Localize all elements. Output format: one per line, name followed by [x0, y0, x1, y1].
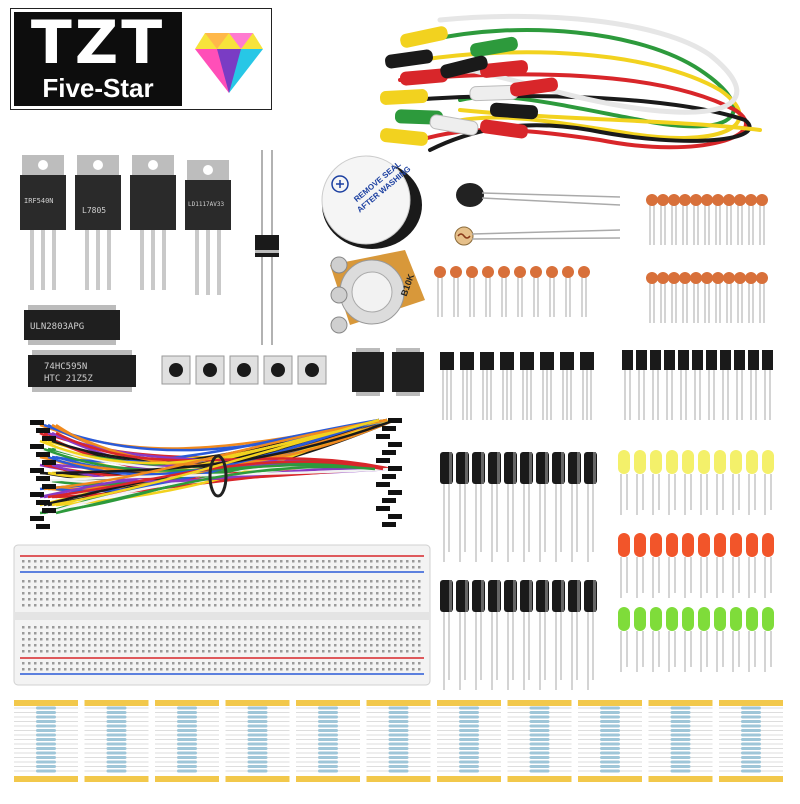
logo-tagline: Five-Star	[42, 73, 154, 103]
regulator-1-label: IRF540N	[24, 197, 54, 205]
tactile-switches	[161, 355, 327, 385]
optocouplers	[352, 348, 424, 396]
regulator-3-label: LD1117AV33	[188, 201, 225, 208]
brand-logo: TZT Five-Star	[10, 8, 272, 110]
buzzer	[321, 155, 422, 249]
electrolytic-capacitors	[440, 452, 597, 690]
alligator-clip-cables	[379, 13, 762, 152]
voltage-regulators	[20, 155, 231, 295]
resistors	[14, 700, 783, 782]
leds	[618, 450, 774, 672]
thermistor-and-photoresistor	[454, 183, 621, 246]
diamond-icon	[195, 33, 263, 93]
darlington-chip-label: ULN2803APG	[30, 322, 85, 332]
shift-register-label: 74HC595N	[44, 362, 88, 372]
shift-register-code: HTC 21Z5Z	[44, 374, 93, 384]
diodes	[255, 150, 279, 345]
jumper-wires	[30, 418, 402, 529]
integrated-circuits	[24, 305, 136, 392]
breadboard	[13, 544, 431, 686]
potentiometer	[330, 250, 425, 334]
regulator-2-label: L7805	[82, 206, 107, 215]
logo-brand-name: TZT	[30, 8, 166, 78]
ceramic-capacitors	[434, 194, 768, 323]
transistors	[440, 350, 773, 420]
logo-black-panel: TZT Five-Star	[14, 8, 182, 106]
